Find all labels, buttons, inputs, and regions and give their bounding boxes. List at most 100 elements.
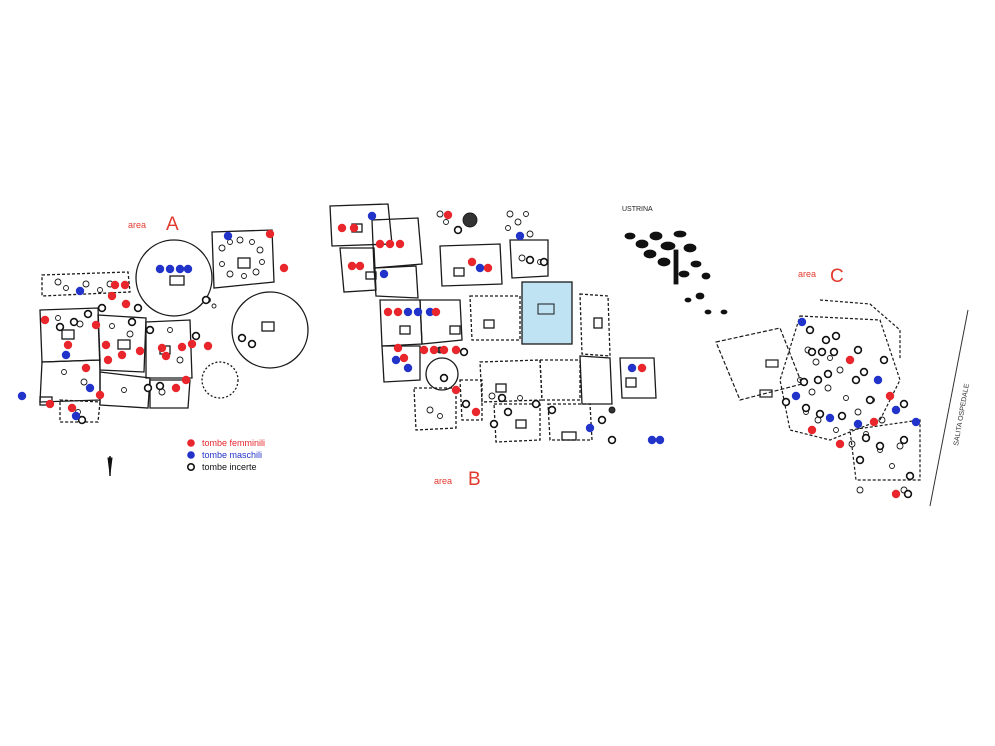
- female-tomb-marker: [181, 375, 191, 385]
- uncertain-tomb-marker: [547, 405, 557, 415]
- female-tomb-marker: [399, 353, 409, 363]
- tomb-outline: [237, 257, 251, 269]
- male-tomb-marker: [585, 423, 595, 433]
- tomb-outline: [561, 431, 577, 441]
- enclosure-wall: [413, 387, 457, 431]
- enclosure-wall: [39, 359, 101, 403]
- enclosure-wall: [509, 239, 549, 279]
- female-tomb-marker: [337, 223, 347, 233]
- legend-uncertain-label: tombe incerte: [202, 462, 257, 472]
- enclosure-wall: [149, 379, 191, 409]
- male-tomb-marker: [85, 383, 95, 393]
- uncertain-tomb-marker: [837, 411, 847, 421]
- male-tomb-marker: [627, 363, 637, 373]
- female-tomb-marker: [103, 355, 113, 365]
- female-tomb-marker: [63, 340, 73, 350]
- male-tomb-marker: [165, 264, 175, 274]
- female-tomb-marker: [81, 363, 91, 373]
- female-tomb-marker: [419, 345, 429, 355]
- enclosure-wall: [539, 359, 581, 401]
- ustrina-cluster: [624, 230, 728, 315]
- male-tomb-marker: [61, 350, 71, 360]
- enclosure-wall: [381, 345, 421, 383]
- enclosure-wall: [579, 293, 611, 357]
- female-tomb-marker: [375, 239, 385, 249]
- uncertain-tomb-marker: [607, 435, 617, 445]
- enclosure-wall: [371, 217, 423, 269]
- tomb-outline: [537, 303, 555, 315]
- uncertain-tomb-marker: [461, 399, 471, 409]
- female-tomb-marker: [101, 340, 111, 350]
- female-tomb-marker: [203, 341, 213, 351]
- enclosure-wall: [99, 371, 151, 409]
- ustrina-label: USTRINA: [622, 206, 653, 213]
- uncertain-tomb-marker: [807, 347, 817, 357]
- enclosure-wall: [579, 355, 613, 405]
- tomb-outline: [169, 275, 185, 286]
- female-tomb-marker: [429, 345, 439, 355]
- male-tomb-marker: [223, 231, 233, 241]
- legend-uncertain-marker: [187, 462, 196, 471]
- female-tomb-marker: [110, 280, 120, 290]
- enclosure-wall: [419, 299, 463, 345]
- uncertain-tomb-marker: [597, 415, 607, 425]
- tomb-outline: [261, 321, 275, 332]
- uncertain-tomb-marker: [97, 303, 107, 313]
- uncertain-tomb-marker: [865, 395, 875, 405]
- female-tomb-marker: [395, 239, 405, 249]
- enclosure-wall: [59, 399, 101, 423]
- female-tomb-marker: [835, 439, 845, 449]
- tomb-outline: [399, 325, 411, 335]
- uncertain-tomb-marker: [817, 347, 827, 357]
- tumulus-circle: [201, 361, 239, 399]
- male-tomb-marker: [391, 355, 401, 365]
- uncertain-tomb-marker: [201, 295, 211, 305]
- north-arrow-icon: [107, 456, 113, 476]
- male-tomb-marker: [655, 435, 665, 445]
- male-tomb-marker: [797, 317, 807, 327]
- uncertain-tomb-marker: [531, 399, 541, 409]
- area-word: area: [434, 476, 452, 486]
- female-tomb-marker: [451, 345, 461, 355]
- female-tomb-marker: [40, 315, 50, 325]
- tomb-outline: [495, 383, 507, 393]
- female-tomb-marker: [117, 350, 127, 360]
- uncertain-tomb-marker: [77, 415, 87, 425]
- area-a-plan: [39, 229, 309, 423]
- uncertain-tomb-marker: [813, 375, 823, 385]
- area-word: area: [798, 269, 816, 279]
- female-tomb-marker: [91, 320, 101, 330]
- uncertain-tomb-marker: [799, 377, 809, 387]
- female-tomb-marker: [355, 261, 365, 271]
- uncertain-tomb-marker: [459, 347, 469, 357]
- male-tomb-marker: [155, 264, 165, 274]
- female-tomb-marker: [45, 399, 55, 409]
- male-tomb-marker: [853, 419, 863, 429]
- area-letter: C: [830, 266, 844, 287]
- female-tomb-marker: [171, 383, 181, 393]
- uncertain-tomb-marker: [851, 375, 861, 385]
- male-tomb-marker: [17, 391, 27, 401]
- female-tomb-marker: [135, 346, 145, 356]
- area-c-stones: [797, 346, 908, 494]
- legend-male-label: tombe maschili: [202, 450, 262, 460]
- area-label-c: area C: [798, 266, 844, 287]
- female-tomb-marker: [349, 223, 359, 233]
- male-tomb-marker: [825, 413, 835, 423]
- highlighted-enclosure: [521, 281, 573, 345]
- male-tomb-marker: [71, 411, 81, 421]
- enclosure-wall: [459, 379, 483, 421]
- uncertain-tomb-marker: [127, 317, 137, 327]
- uncertain-tomb-marker: [899, 435, 909, 445]
- tumulus-circle: [231, 291, 309, 369]
- female-tomb-marker: [467, 257, 477, 267]
- tomb-outline: [365, 271, 377, 280]
- female-tomb-marker: [807, 425, 817, 435]
- female-tomb-marker: [177, 342, 187, 352]
- male-tomb-marker: [475, 263, 485, 273]
- male-tomb-marker: [515, 231, 525, 241]
- uncertain-tomb-marker: [879, 355, 889, 365]
- female-tomb-marker: [279, 263, 289, 273]
- female-tomb-marker: [431, 307, 441, 317]
